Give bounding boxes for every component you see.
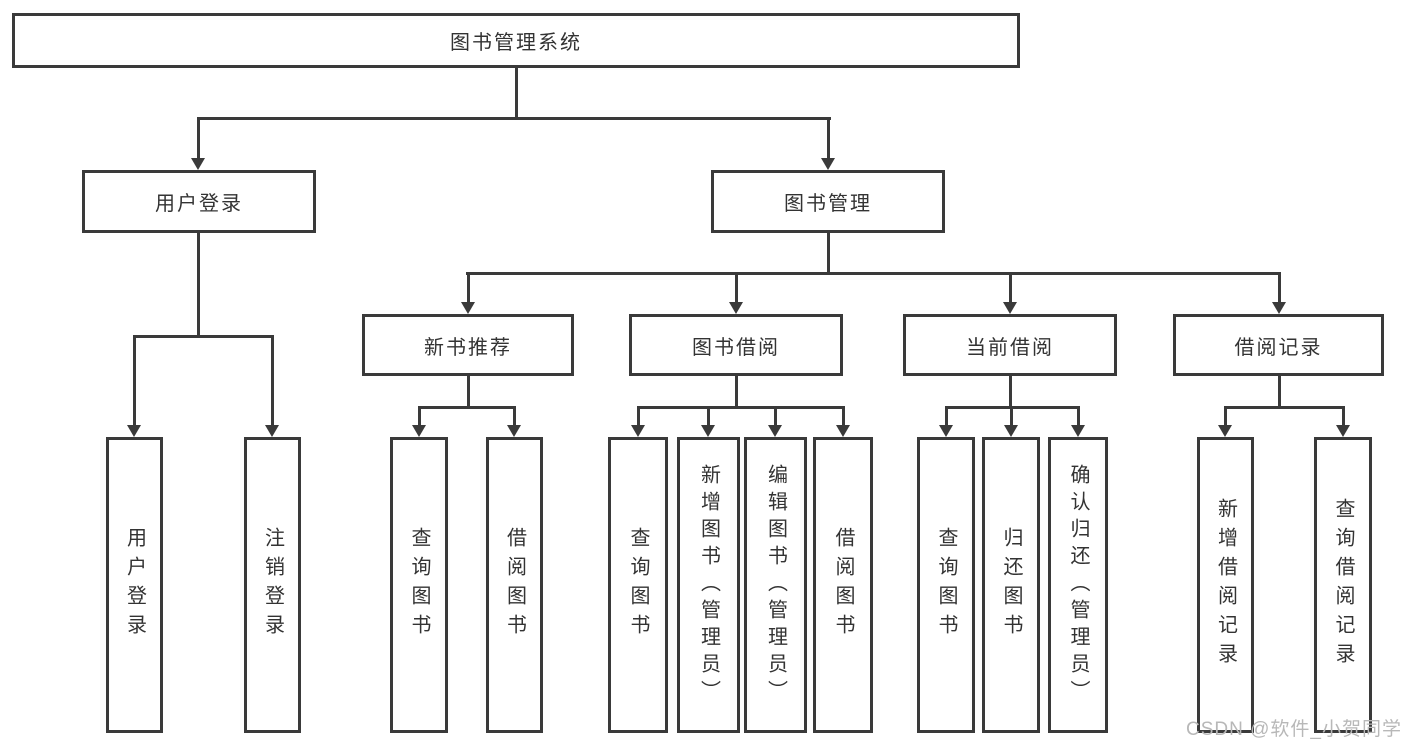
connector-line	[466, 272, 1281, 275]
arrow-down-icon	[1003, 302, 1017, 314]
leaf-label: 借阅图书	[832, 527, 854, 643]
connector-line	[467, 272, 470, 304]
leaf-logout: 注销登录	[244, 437, 301, 733]
connector-line	[842, 406, 845, 428]
leaf-user-login: 用户登录	[106, 437, 163, 733]
connector-line	[1224, 406, 1227, 428]
arrow-down-icon	[412, 425, 426, 437]
leaf-add-books-admin: 新增图书（管理员）	[677, 437, 740, 733]
connector-line	[735, 272, 738, 304]
node-new-book-recommendation: 新书推荐	[362, 314, 574, 376]
leaf-edit-books-admin: 编辑图书（管理员）	[744, 437, 807, 733]
leaf-label: 查询借阅记录	[1332, 498, 1354, 672]
csdn-watermark: CSDN @软件_小贺同学	[1186, 719, 1402, 740]
leaf-borrow-books-recommend: 借阅图书	[486, 437, 543, 733]
leaf-label: 查询图书	[408, 527, 430, 643]
connector-line	[774, 406, 777, 428]
connector-line	[1224, 406, 1345, 409]
connector-line	[467, 375, 470, 409]
leaf-label: 新增图书（管理员）	[697, 463, 720, 707]
leaf-label: 归还图书	[1000, 527, 1022, 643]
connector-line	[707, 406, 710, 428]
connector-line	[1077, 406, 1080, 428]
connector-line	[133, 335, 274, 338]
arrow-down-icon	[631, 425, 645, 437]
leaf-label: 用户登录	[123, 527, 146, 643]
arrow-down-icon	[507, 425, 521, 437]
leaf-query-books-current: 查询图书	[917, 437, 975, 733]
node-user-login: 用户登录	[82, 170, 316, 233]
connector-line	[827, 232, 830, 275]
connector-line	[735, 375, 738, 409]
node-book-borrowing: 图书借阅	[629, 314, 843, 376]
arrow-down-icon	[1272, 302, 1286, 314]
connector-line	[133, 335, 136, 427]
leaf-borrow-books-borrowing: 借阅图书	[813, 437, 873, 733]
connector-line	[637, 406, 845, 409]
connector-line	[197, 117, 831, 120]
arrow-down-icon	[127, 425, 141, 437]
connector-line	[1009, 375, 1012, 409]
connector-line	[1010, 406, 1013, 428]
arrow-down-icon	[939, 425, 953, 437]
leaf-query-books-recommend: 查询图书	[390, 437, 448, 733]
node-borrowing-records: 借阅记录	[1173, 314, 1384, 376]
leaf-label: 确认归还（管理员）	[1067, 463, 1089, 707]
node-library-management-system: 图书管理系统	[12, 13, 1020, 68]
node-current-borrowing: 当前借阅	[903, 314, 1117, 376]
arrow-down-icon	[1071, 425, 1085, 437]
connector-line	[515, 68, 518, 119]
connector-line	[197, 232, 200, 337]
leaf-label: 新增借阅记录	[1214, 498, 1237, 672]
arrow-down-icon	[1004, 425, 1018, 437]
connector-line	[197, 117, 200, 160]
leaf-query-borrow-record: 查询借阅记录	[1314, 437, 1372, 733]
arrow-down-icon	[729, 302, 743, 314]
leaf-add-borrow-record: 新增借阅记录	[1197, 437, 1254, 733]
connector-line	[418, 406, 421, 428]
connector-line	[271, 335, 274, 427]
connector-line	[513, 406, 516, 428]
connector-line	[827, 117, 830, 160]
leaf-label: 查询图书	[627, 527, 649, 643]
connector-line	[637, 406, 640, 428]
leaf-label: 借阅图书	[503, 527, 526, 643]
arrow-down-icon	[1336, 425, 1350, 437]
arrow-down-icon	[836, 425, 850, 437]
leaf-label: 编辑图书（管理员）	[764, 463, 787, 707]
leaf-query-books-borrowing: 查询图书	[608, 437, 668, 733]
arrow-down-icon	[768, 425, 782, 437]
arrow-down-icon	[1218, 425, 1232, 437]
leaf-label: 查询图书	[935, 527, 957, 643]
node-book-management: 图书管理	[711, 170, 945, 233]
arrow-down-icon	[461, 302, 475, 314]
connector-line	[1342, 406, 1345, 428]
leaf-label: 注销登录	[261, 527, 284, 643]
connector-line	[1278, 272, 1281, 304]
arrow-down-icon	[265, 425, 279, 437]
arrow-down-icon	[701, 425, 715, 437]
connector-line	[945, 406, 948, 428]
connector-line	[418, 406, 516, 409]
arrow-down-icon	[821, 158, 835, 170]
connector-line	[1278, 375, 1281, 409]
leaf-confirm-return-admin: 确认归还（管理员）	[1048, 437, 1108, 733]
connector-line	[1009, 272, 1012, 304]
leaf-return-books: 归还图书	[982, 437, 1040, 733]
arrow-down-icon	[191, 158, 205, 170]
